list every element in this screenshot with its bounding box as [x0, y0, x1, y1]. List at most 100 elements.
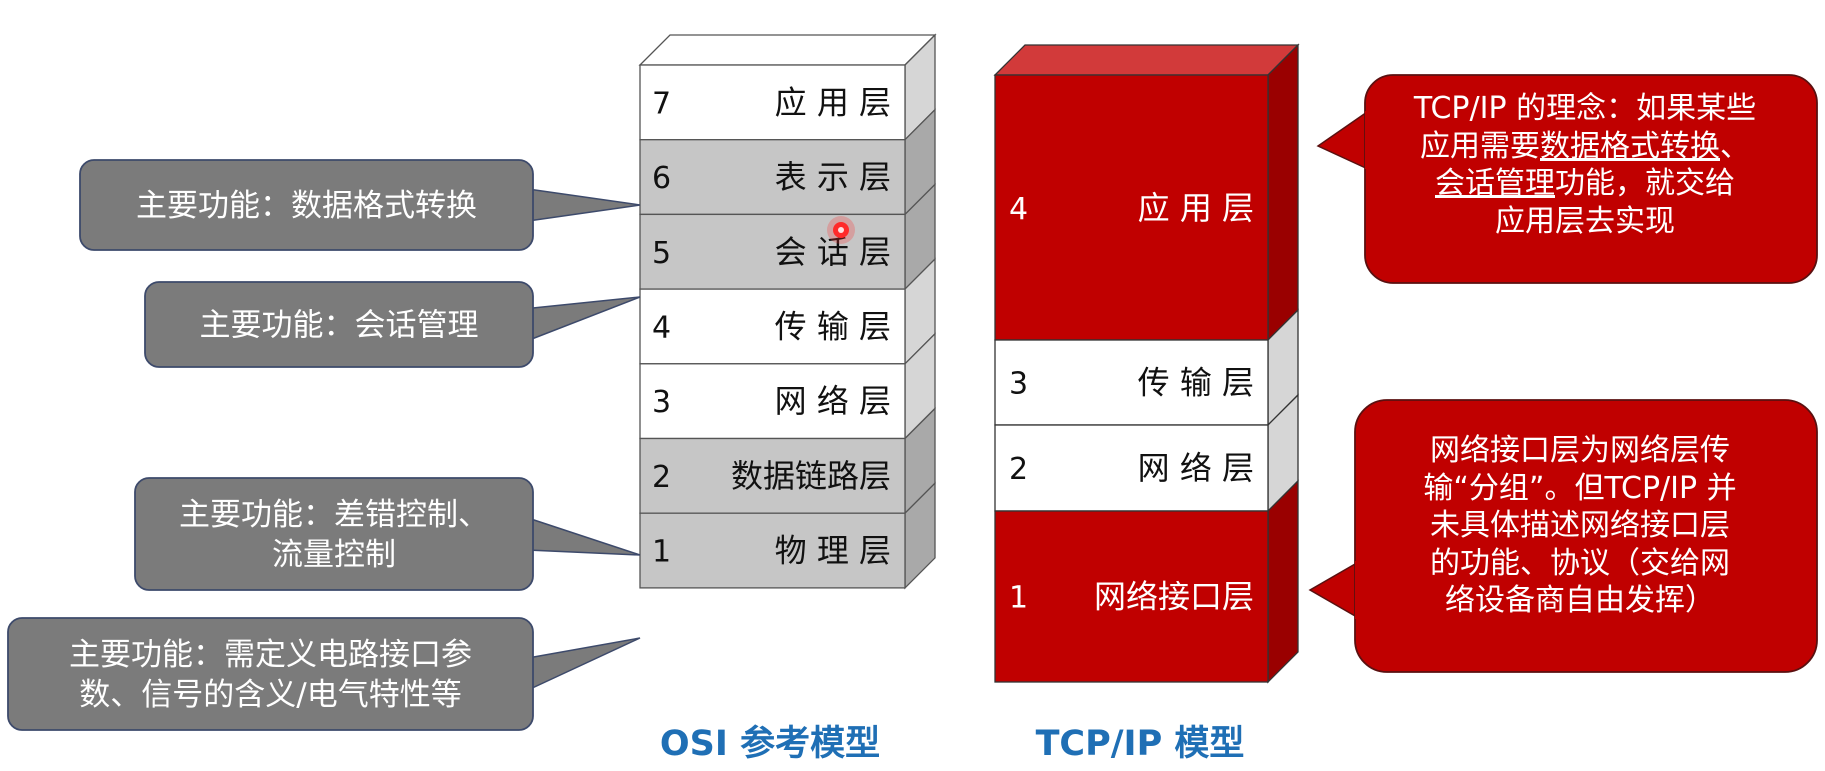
callout-text: 数、信号的含义/电气特性等 [79, 677, 461, 713]
callout-joint [1355, 561, 1364, 619]
osi-top-face [638, 34, 937, 66]
osi-layer-face [639, 512, 906, 589]
osi-layer-face [639, 64, 906, 141]
callout-text-segment: 应用需要 [1420, 128, 1540, 164]
tcpip-layer-1: 1 网络接口层 [994, 479, 1299, 684]
tcpip-concept-callout-text: TCP/IP 的理念：如果某些 应用需要数据格式转换、 会话管理功能，就交给 应… [1375, 90, 1795, 240]
callout-text: 主要功能：差错控制、 [179, 497, 489, 533]
callout-text-segment: 功能，就交给 [1555, 166, 1735, 201]
callout-joint [1365, 111, 1373, 169]
callout-box [1364, 74, 1818, 284]
osi-layer-face [639, 139, 906, 216]
tcpip-layer-side [1267, 43, 1299, 342]
callout-joint [524, 659, 530, 689]
osi-layer-number: 3 [652, 385, 671, 420]
callout-line: 络设备商自由发挥） [1445, 583, 1715, 618]
callout-line: 输“分组”。但TCP/IP 并 [1423, 470, 1737, 506]
callout-line: 会话管理功能，就交给 [1375, 165, 1795, 203]
callout-pointer [527, 188, 641, 222]
pointer-highlight [838, 227, 844, 233]
tcpip-concept-callout [1316, 74, 1818, 284]
tcpip-layer-name: 网络接口层 [1094, 578, 1254, 616]
callout-joint [524, 519, 530, 549]
callout-text: 流量控制 [272, 537, 396, 573]
osi-model-caption: OSI 参考模型 [660, 724, 880, 764]
callout-line: TCP/IP 的理念：如果某些 [1413, 91, 1757, 126]
callout-pointer [527, 296, 641, 342]
osi-layer-number: 5 [652, 236, 671, 271]
tcpip-layer-number: 2 [1009, 452, 1028, 487]
osi-layer-2: 2 数据链路层 [639, 406, 936, 515]
tcpip-layer-face [994, 74, 1269, 341]
callout-line: 的功能、协议（交给网 [1430, 545, 1730, 581]
tcpip-layer-name: 传 输 层 [1138, 364, 1254, 402]
callout-box [134, 477, 534, 591]
osi-layer-number: 4 [652, 310, 671, 345]
callout-text: 主要功能：数据格式转换 [136, 188, 477, 224]
function-callout: 主要功能：差错控制、流量控制 [134, 477, 641, 591]
tcpip-layer-number: 4 [1009, 192, 1028, 227]
tcpip-layer-side [1267, 479, 1299, 684]
osi-layer-face [639, 363, 906, 440]
function-callout: 主要功能：会话管理 [144, 281, 641, 368]
osi-layer-1: 1 物 理 层 [639, 481, 936, 590]
callout-line: 未具体描述网络接口层 [1430, 508, 1730, 543]
callout-box [7, 617, 534, 731]
callout-text-segment: 、 [1720, 128, 1750, 164]
callout-line: 应用需要数据格式转换、 [1375, 128, 1795, 166]
osi-layer-number: 1 [652, 535, 671, 570]
underlined-term: 数据格式转换 [1540, 128, 1720, 164]
callout-box [1354, 399, 1818, 673]
osi-layer-face [639, 213, 906, 290]
callout-text: 主要功能：需定义电路接口参 [69, 637, 472, 673]
tcpip-layer-3: 3 传 输 层 [994, 308, 1299, 427]
tcpip-layer-2: 2 网 络 层 [994, 393, 1299, 513]
osi-layer-name: 网 络 层 [775, 382, 891, 420]
tcpip-top-face [993, 44, 1300, 76]
osi-layer-number: 6 [652, 161, 671, 196]
tcpip-layer-name: 网 络 层 [1138, 449, 1254, 487]
osi-layer-5: 5 会 话 层 [639, 182, 936, 291]
osi-layer-3: 3 网 络 层 [639, 332, 936, 441]
tcpip-model-caption: TCP/IP 模型 [1036, 724, 1245, 764]
callout-pointer [527, 516, 641, 556]
tcpip-layer-4: 4 应 用 层 [994, 43, 1299, 342]
tcpip-layer-name: 应 用 层 [1138, 189, 1254, 227]
callout-text: 主要功能：会话管理 [200, 308, 479, 344]
tcpip-layer-number: 3 [1009, 367, 1028, 402]
network-interface-callout-text: 网络接口层为网络层传 输“分组”。但TCP/IP 并 未具体描述网络接口层 的功… [1365, 432, 1795, 620]
function-callout: 主要功能：数据格式转换 [79, 159, 641, 251]
tcpip-layer-face [994, 424, 1269, 512]
callout-joint [524, 309, 530, 340]
network-interface-callout [1308, 399, 1818, 673]
osi-layer-name: 物 理 层 [775, 532, 891, 570]
tcpip-stack: 4 应 用 层 3 传 输 层 2 网 络 层 1 网络接口层 [993, 43, 1300, 684]
osi-layer-name: 应 用 层 [775, 83, 891, 121]
osi-layer-number: 7 [652, 86, 671, 121]
callout-joint [524, 190, 530, 220]
laser-pointer-dot [827, 216, 855, 244]
callout-box [79, 159, 534, 251]
osi-layer-6: 6 表 示 层 [639, 108, 936, 216]
osi-layer-face [639, 288, 906, 365]
callout-pointer [1316, 108, 1371, 172]
osi-layer-name: 会 话 层 [775, 233, 891, 271]
callout-pointer [527, 637, 641, 692]
callout-line: 应用层去实现 [1495, 203, 1675, 239]
osi-layer-name: 表 示 层 [775, 158, 891, 196]
osi-layer-name: 数据链路层 [731, 457, 891, 495]
osi-layer-face [639, 437, 906, 514]
tcpip-layer-number: 1 [1009, 581, 1028, 616]
osi-layer-7: 7 应 用 层 [639, 33, 936, 142]
osi-layer-number: 2 [652, 460, 671, 495]
tcpip-layer-face [994, 510, 1269, 683]
tcpip-layer-face [994, 339, 1269, 426]
underlined-term: 会话管理 [1435, 166, 1555, 201]
callout-line: 网络接口层为网络层传 [1430, 433, 1730, 468]
callout-box [144, 281, 534, 368]
